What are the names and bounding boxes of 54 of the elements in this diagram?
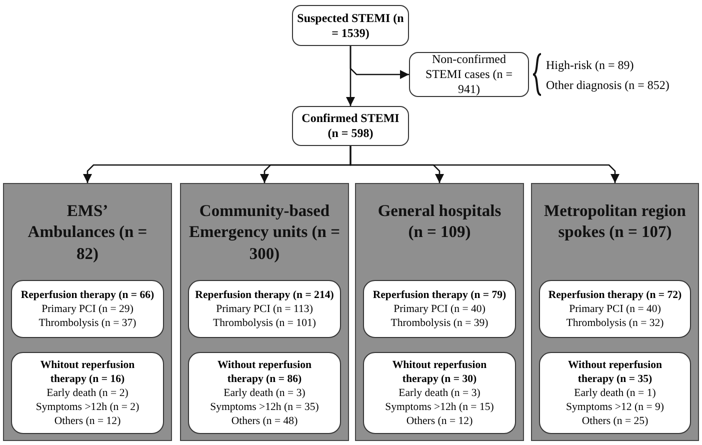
arrow bbox=[350, 46, 409, 80]
category-box bbox=[363, 280, 516, 338]
node-detail: Primary PCI (n = 40) bbox=[394, 302, 486, 316]
process-box bbox=[292, 5, 409, 46]
node-heading: Whitout reperfusion therapy (n = 16) bbox=[39, 358, 136, 386]
node-heading: Without reperfusion therapy (n = 86) bbox=[216, 358, 313, 386]
node-heading: Reperfusion therapy (n = 66) bbox=[20, 288, 154, 302]
node-heading: Confirmed STEMI (n = 598) bbox=[300, 111, 400, 141]
category-box bbox=[188, 352, 341, 434]
node-detail: Others (n = 12) bbox=[406, 414, 473, 428]
category-box bbox=[188, 280, 341, 338]
node-detail: Thrombolysis (n = 32) bbox=[566, 316, 664, 330]
category-box bbox=[363, 352, 516, 434]
node-detail: Symptoms >12h (n = 2) bbox=[36, 400, 140, 414]
node-detail: Early death (n = 3) bbox=[224, 386, 306, 400]
beside-note: Other diagnosis (n = 852) bbox=[546, 78, 670, 93]
group-panel bbox=[3, 183, 172, 441]
node-detail: Symptoms >12h (n = 15) bbox=[385, 400, 494, 414]
node-detail: Primary PCI (n = 113) bbox=[216, 302, 313, 316]
node-detail: Primary PCI (n = 40) bbox=[569, 302, 661, 316]
node-detail: Symptoms >12 (n = 9) bbox=[566, 400, 664, 414]
process-box bbox=[292, 106, 409, 146]
beside-note: High-risk (n = 89) bbox=[546, 58, 634, 73]
category-box bbox=[11, 352, 164, 434]
node-detail: Others (n = 12) bbox=[54, 414, 121, 428]
panel-heading: General hospitals (n = 109) bbox=[376, 200, 502, 243]
node-detail: Others (n = 48) bbox=[231, 414, 298, 428]
node-detail: Primary PCI (n = 29) bbox=[42, 302, 134, 316]
node-heading: Whitout reperfusion therapy (n = 30) bbox=[391, 358, 488, 386]
panel-heading: EMS’ Ambulances (n = 82) bbox=[26, 200, 148, 264]
node-detail: Early death (n = 2) bbox=[46, 386, 128, 400]
node-detail: Others (n = 25) bbox=[582, 414, 648, 428]
node-heading: Suspected STEMI (n = 1539) bbox=[296, 10, 404, 40]
node-detail: Early death (n = 1) bbox=[574, 386, 656, 400]
node-detail: Early death (n = 3) bbox=[398, 386, 480, 400]
category-box bbox=[539, 352, 691, 434]
group-panel bbox=[180, 183, 349, 441]
category-box bbox=[11, 280, 164, 338]
node-heading: Reperfusion therapy (n = 72) bbox=[548, 288, 682, 302]
node-detail: Thrombolysis (n = 101) bbox=[213, 316, 316, 330]
node-detail: Thrombolysis (n = 39) bbox=[390, 316, 488, 330]
group-panel bbox=[531, 183, 699, 441]
node-detail: Thrombolysis (n = 37) bbox=[38, 316, 136, 330]
node-detail: Symptoms >12h (n = 35) bbox=[210, 400, 319, 414]
process-box bbox=[409, 52, 529, 97]
node-heading: Reperfusion therapy (n = 79) bbox=[372, 288, 506, 302]
category-box bbox=[539, 280, 691, 338]
node-heading: Reperfusion therapy (n = 214) bbox=[195, 288, 334, 302]
panel-heading: Community-based Emergency units (n = 300) bbox=[188, 200, 342, 264]
node-heading: Without reperfusion therapy (n = 35) bbox=[566, 358, 664, 386]
arrow bbox=[350, 146, 620, 183]
node-heading: Non-confirmed STEMI cases (n = 941) bbox=[424, 52, 514, 97]
group-panel bbox=[355, 183, 524, 441]
panel-heading: Metropolitan region spokes (n = 107) bbox=[543, 200, 687, 243]
